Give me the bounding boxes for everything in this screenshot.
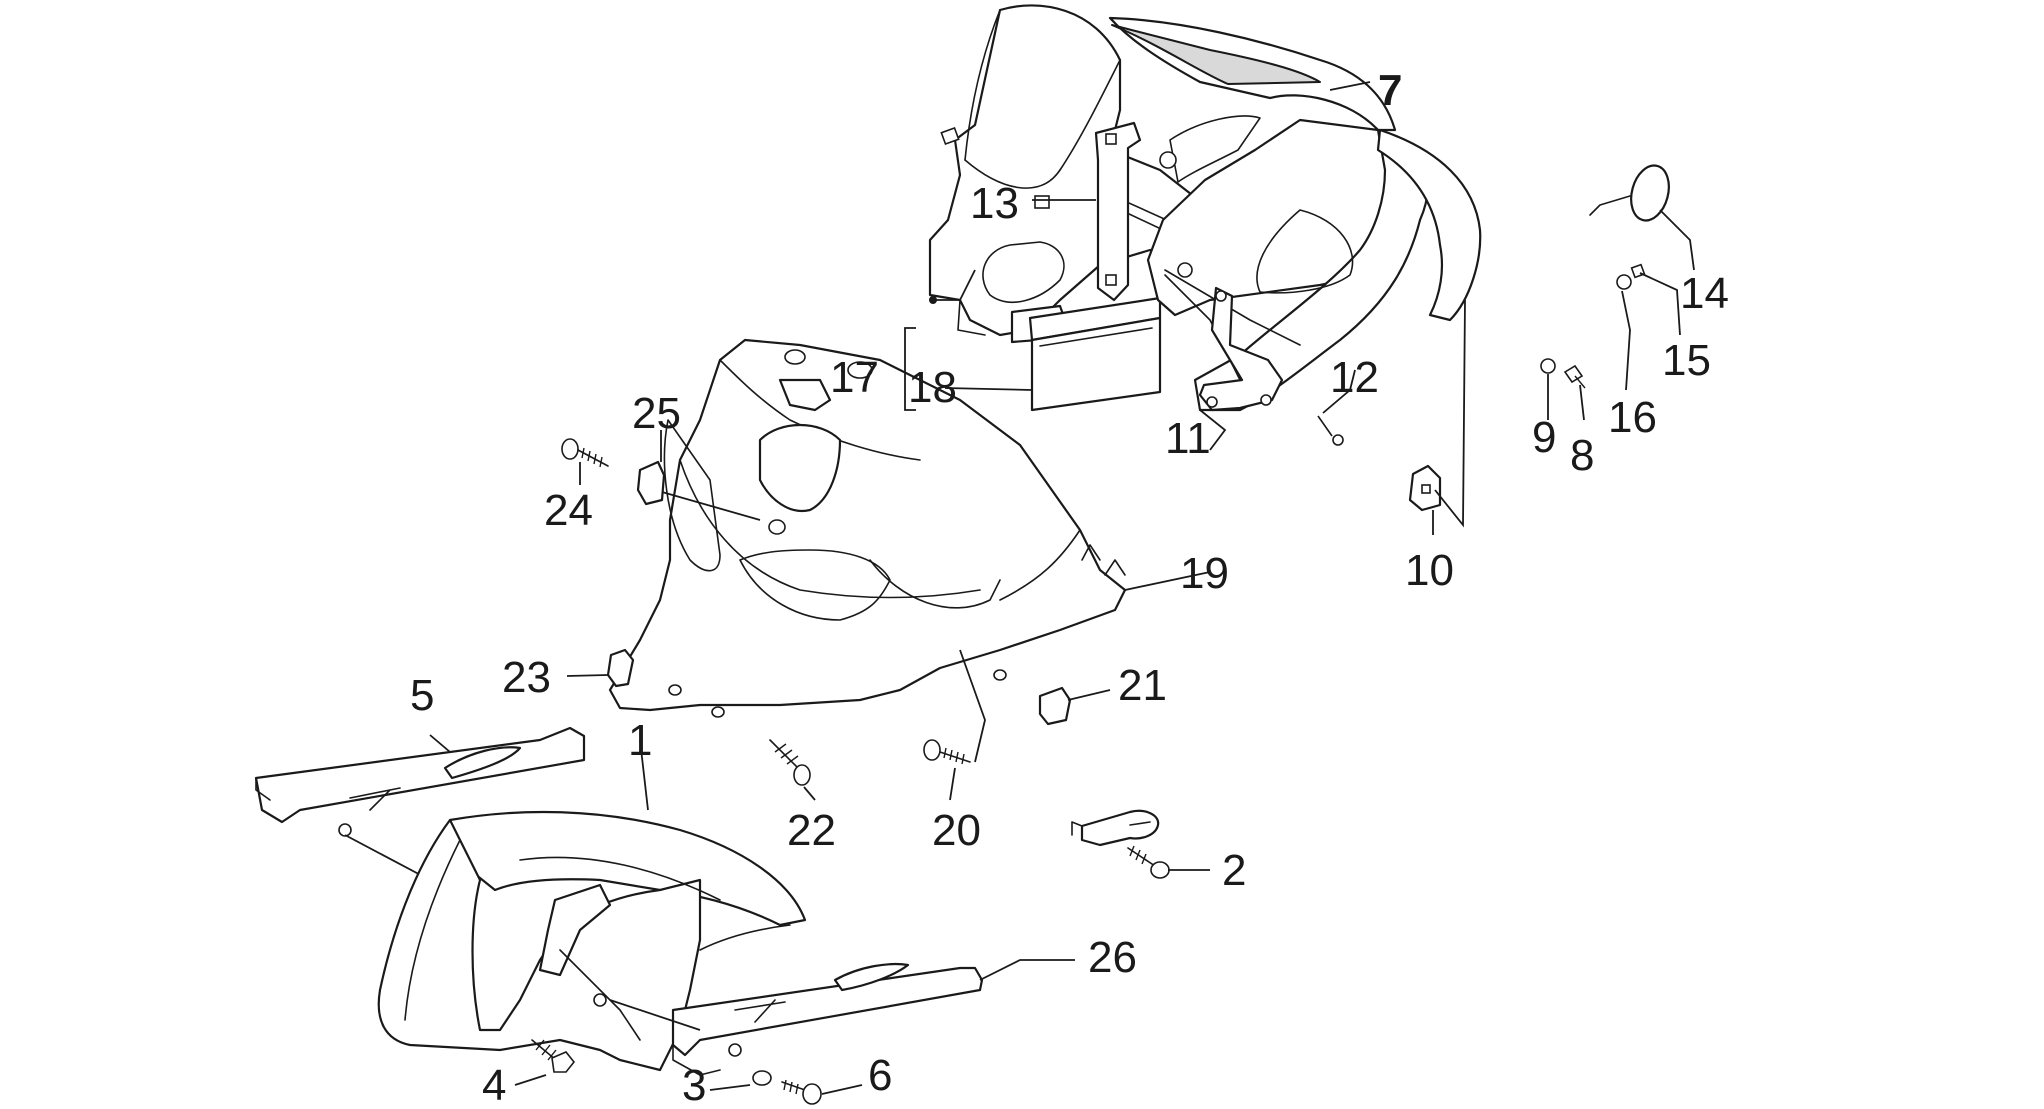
callout-18: 18 xyxy=(908,363,957,412)
callout-24: 24 xyxy=(544,486,593,535)
bolt-part-4 xyxy=(514,1039,576,1086)
callout-bracket-17-18 xyxy=(904,81,1371,411)
clip-part-21 xyxy=(1038,686,1111,726)
clamp-part-2 xyxy=(1071,809,1210,879)
callout-2: 2 xyxy=(1222,846,1246,895)
callout-26: 26 xyxy=(1088,933,1137,982)
clip-part-25 xyxy=(636,430,761,521)
callout-9: 9 xyxy=(1532,413,1556,462)
front-mudguard-part-7 xyxy=(1108,16,1429,412)
screw-part-22 xyxy=(769,739,816,801)
tyre-section xyxy=(1376,128,1482,322)
callout-12: 12 xyxy=(1330,353,1379,402)
callout-17: 17 xyxy=(830,353,879,402)
callout-13: 13 xyxy=(970,179,1019,228)
callout-23: 23 xyxy=(502,653,551,702)
callout-11: 11 xyxy=(1165,414,1211,463)
callout-10: 10 xyxy=(1405,546,1454,595)
fasteners-15-16 xyxy=(1616,263,1681,391)
callout-21: 21 xyxy=(1118,661,1167,710)
clip-part-10 xyxy=(1408,299,1466,535)
callout-25: 25 xyxy=(632,389,681,438)
screw-part-24 xyxy=(561,438,609,485)
callout-3: 3 xyxy=(682,1061,706,1109)
screw-part-20 xyxy=(923,649,986,801)
callout-16: 16 xyxy=(1608,393,1657,442)
callout-labels: 1 2 3 4 5 6 7 8 9 10 11 12 13 14 15 16 1… xyxy=(410,66,1729,1109)
front-shield-part-19 xyxy=(608,338,1211,718)
callout-7: 7 xyxy=(1378,66,1402,115)
callout-6: 6 xyxy=(868,1051,892,1100)
screw-washer-8-9 xyxy=(1540,358,1586,421)
clip-part-23 xyxy=(566,648,635,688)
washer-screw-3-6 xyxy=(709,1070,863,1105)
front-fender-part-1 xyxy=(377,739,807,1072)
callout-4: 4 xyxy=(482,1061,506,1109)
callout-1: 1 xyxy=(628,716,652,765)
callout-8: 8 xyxy=(1570,431,1594,480)
bracket-part-13 xyxy=(1032,121,1142,302)
bracket-part-5 xyxy=(254,726,586,881)
rubber-strip-part-18 xyxy=(1028,296,1162,412)
callout-22: 22 xyxy=(787,806,836,855)
callout-14: 14 xyxy=(1680,269,1729,318)
callout-20: 20 xyxy=(932,806,981,855)
bracket-part-26 xyxy=(609,959,1075,1076)
callout-5: 5 xyxy=(410,671,434,720)
reflector-part-14 xyxy=(1589,164,1695,271)
callout-19: 19 xyxy=(1180,549,1229,598)
callout-15: 15 xyxy=(1662,336,1711,385)
support-part-11 xyxy=(1198,286,1356,451)
